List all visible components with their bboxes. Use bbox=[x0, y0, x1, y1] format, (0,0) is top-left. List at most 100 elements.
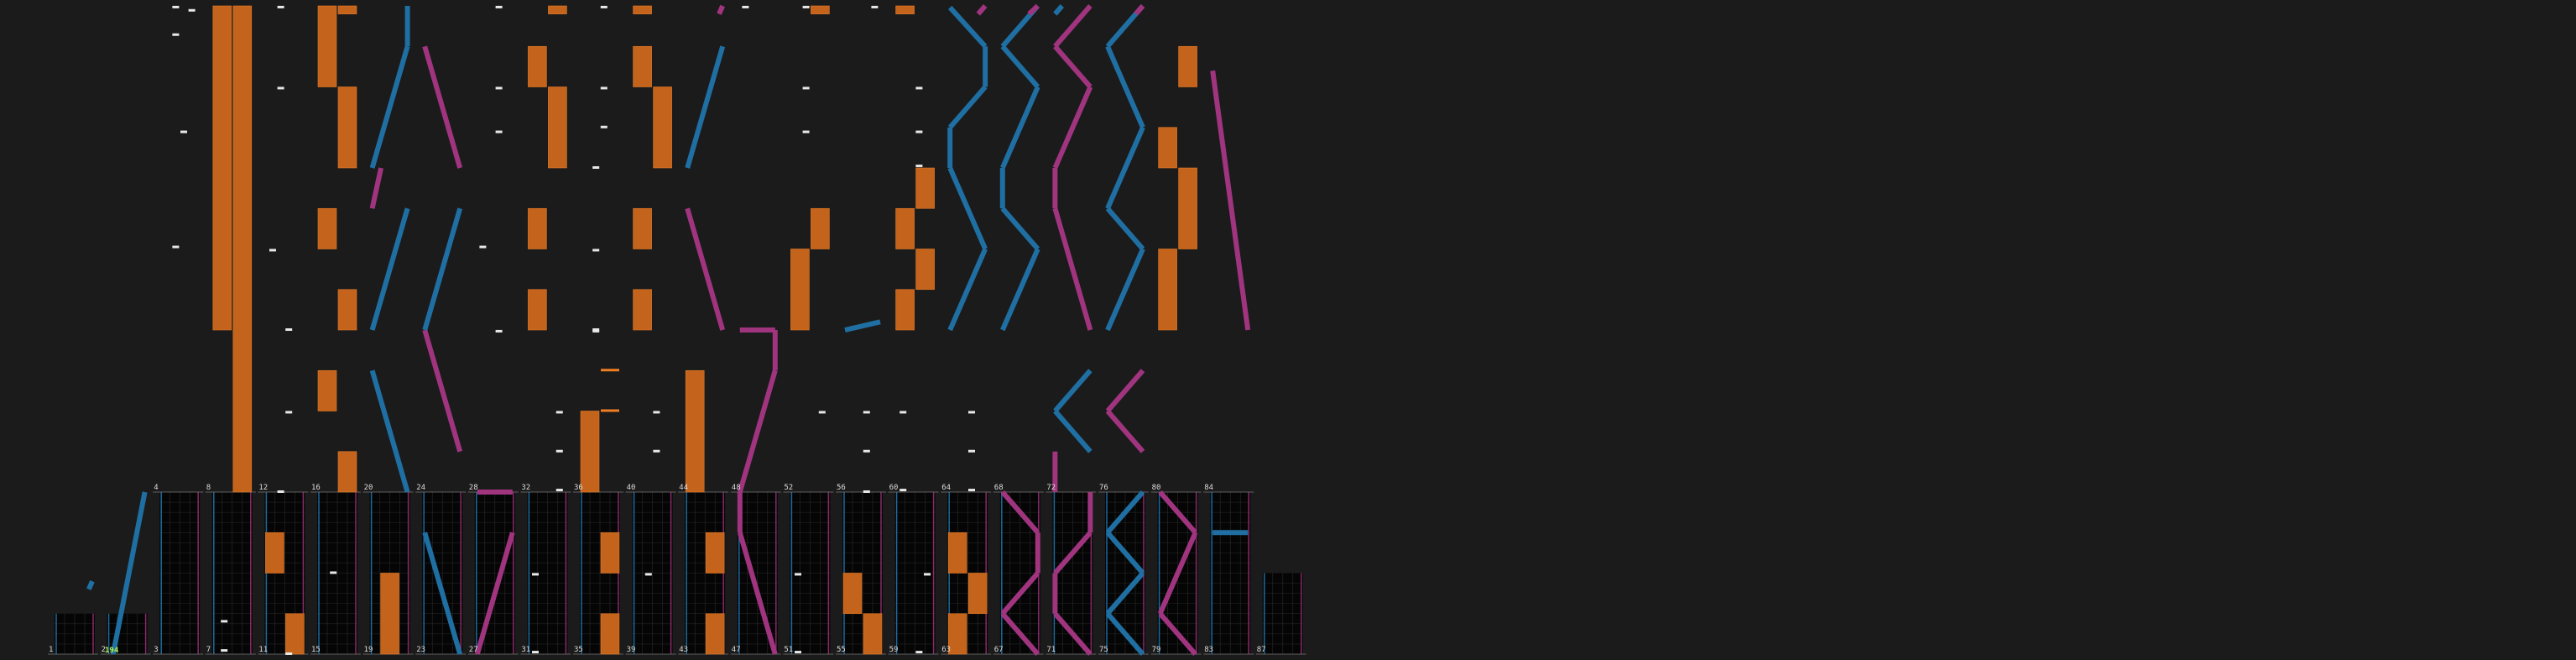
fx-hold-note bbox=[528, 207, 547, 249]
measure-number-label: 4 bbox=[154, 484, 159, 492]
measure-number-label: 19 bbox=[363, 646, 373, 654]
bt-chip-note bbox=[863, 449, 870, 453]
fx-hold-note bbox=[337, 5, 357, 14]
fx-hold-note bbox=[1178, 167, 1197, 249]
right-laser-segment bbox=[422, 45, 463, 169]
fx-hold-note bbox=[337, 451, 357, 493]
fx-hold-note bbox=[580, 411, 600, 493]
fx-hold-note bbox=[548, 5, 567, 14]
measure-number-label: 76 bbox=[1099, 484, 1108, 492]
fx-hold-note bbox=[915, 249, 935, 291]
bt-chip-note bbox=[479, 245, 487, 249]
right-laser-segment bbox=[1052, 86, 1093, 170]
fx-hold-note bbox=[790, 249, 810, 331]
bt-chip-note bbox=[915, 130, 923, 134]
bt-chip-note bbox=[555, 449, 563, 453]
bt-chip-note bbox=[900, 489, 907, 492]
bt-chip-note bbox=[795, 651, 801, 654]
measure-number-label: 48 bbox=[731, 484, 741, 492]
left-laser-segment bbox=[1105, 571, 1145, 615]
bt-chip-note bbox=[285, 652, 293, 655]
measure-number-label: 55 bbox=[837, 646, 846, 654]
left-laser-segment bbox=[947, 5, 988, 49]
measure-number-label: 68 bbox=[993, 484, 1004, 492]
fx-hold-note bbox=[317, 369, 337, 411]
measure-number-label: 80 bbox=[1151, 484, 1161, 492]
fx-hold-note bbox=[212, 5, 232, 331]
measure-number-label: 35 bbox=[574, 646, 583, 654]
fx-hold-note bbox=[967, 573, 988, 615]
fx-hold-note bbox=[633, 45, 652, 87]
bt-chip-note bbox=[802, 130, 810, 134]
left-laser-segment bbox=[685, 45, 726, 169]
left-laser-segment bbox=[1105, 207, 1145, 251]
fx-hold-note bbox=[811, 207, 830, 249]
fx-hold-note bbox=[947, 532, 967, 574]
measure-number-label: 27 bbox=[468, 646, 478, 654]
fx-hold-note bbox=[337, 86, 357, 169]
measure-number-label: 52 bbox=[784, 484, 794, 492]
measure-number-label: 1 bbox=[49, 646, 54, 654]
bt-chip-note bbox=[555, 411, 563, 414]
right-laser-segment bbox=[1105, 409, 1145, 453]
right-laser-segment bbox=[1000, 490, 1040, 535]
measure-number-label: 32 bbox=[521, 484, 531, 492]
bt-chip-note bbox=[495, 130, 503, 134]
bt-chip-note bbox=[968, 411, 975, 414]
measure-number-label: 24 bbox=[416, 484, 426, 492]
bt-chip-note bbox=[742, 5, 749, 8]
bt-chip-note bbox=[802, 86, 810, 90]
bt-chip-note bbox=[592, 249, 600, 252]
measure-number-label: 16 bbox=[311, 484, 321, 492]
right-laser-segment bbox=[685, 207, 726, 331]
bt-chip-note bbox=[600, 5, 607, 8]
fx-hold-note bbox=[600, 532, 620, 574]
left-laser-segment bbox=[1105, 126, 1145, 210]
left-laser-segment bbox=[369, 207, 410, 331]
right-laser-segment bbox=[1105, 369, 1145, 413]
bt-chip-note bbox=[221, 649, 228, 652]
bt-chip-note bbox=[915, 651, 923, 654]
left-laser-segment bbox=[86, 579, 95, 590]
bt-chip-note bbox=[495, 86, 503, 90]
fx-hold-note bbox=[1178, 45, 1197, 87]
measure-number-label: 71 bbox=[1046, 646, 1056, 654]
measure-number-label: 43 bbox=[679, 646, 689, 654]
measure-number-label: 28 bbox=[468, 484, 478, 492]
fx-hold-note bbox=[1158, 127, 1177, 169]
bt-chip-note bbox=[600, 86, 607, 90]
bt-chip-note bbox=[532, 651, 539, 654]
right-laser-segment bbox=[369, 167, 384, 209]
left-laser-segment bbox=[1105, 611, 1145, 656]
bt-chip-note bbox=[172, 33, 180, 36]
left-laser-segment bbox=[1105, 490, 1145, 535]
fx-hold-note bbox=[863, 613, 883, 655]
left-laser-segment bbox=[947, 85, 988, 129]
fx-hold-note bbox=[653, 86, 672, 169]
bt-chip-note bbox=[285, 328, 293, 331]
fx-hold-note bbox=[232, 5, 253, 493]
bt-chip-note bbox=[924, 573, 931, 576]
bt-chip-note bbox=[915, 86, 923, 90]
right-laser-segment bbox=[717, 4, 725, 15]
measure-number-label: 20 bbox=[363, 484, 373, 492]
bt-chip-note bbox=[180, 130, 187, 134]
measure-number-label: 79 bbox=[1151, 646, 1161, 654]
bt-chip-note bbox=[495, 5, 503, 8]
fx-hold-note bbox=[842, 573, 863, 615]
measure-number-label: 39 bbox=[626, 646, 636, 654]
measure-number-label: 47 bbox=[731, 646, 741, 654]
right-laser-segment bbox=[1027, 3, 1040, 16]
measure-number-label: 56 bbox=[837, 484, 846, 492]
bt-chip-note bbox=[600, 125, 607, 128]
left-laser-segment bbox=[1000, 45, 1040, 89]
measure-number-label: 8 bbox=[206, 484, 211, 492]
left-laser-segment bbox=[369, 45, 410, 169]
bt-chip-note bbox=[592, 328, 600, 331]
fx-hold-note bbox=[1158, 249, 1177, 331]
left-laser-segment bbox=[947, 248, 988, 332]
fx-hold-note bbox=[811, 5, 830, 14]
bt-chip-note bbox=[968, 489, 975, 492]
measure-number-label: 72 bbox=[1046, 484, 1056, 492]
fx-hold-note bbox=[947, 613, 967, 655]
